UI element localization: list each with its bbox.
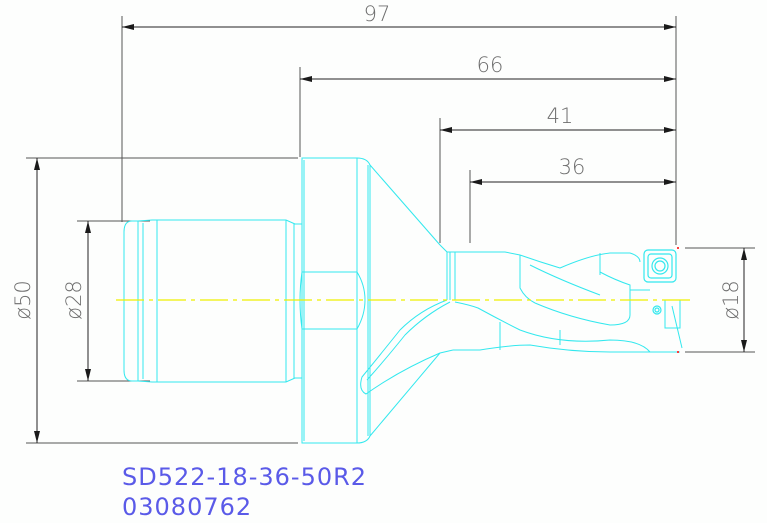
order-number: 03080762 [122, 493, 253, 521]
dim-flange-to-tip: 66 [477, 53, 504, 77]
dimension-lines [34, 24, 747, 443]
part-number: SD522-18-36-50R2 [122, 463, 368, 491]
dim-drill-diameter: ø18 [719, 280, 743, 320]
extension-lines [26, 16, 755, 444]
dim-shank-diameter: ø28 [62, 280, 86, 320]
dim-flute-length: 36 [559, 155, 586, 179]
insert [643, 249, 677, 315]
dim-flange-diameter: ø50 [11, 280, 35, 320]
tip-marker-top [677, 247, 679, 249]
tip-marker-bottom [677, 351, 679, 353]
dim-neck-to-tip: 41 [547, 104, 574, 128]
dim-overall-length: 97 [364, 2, 391, 26]
